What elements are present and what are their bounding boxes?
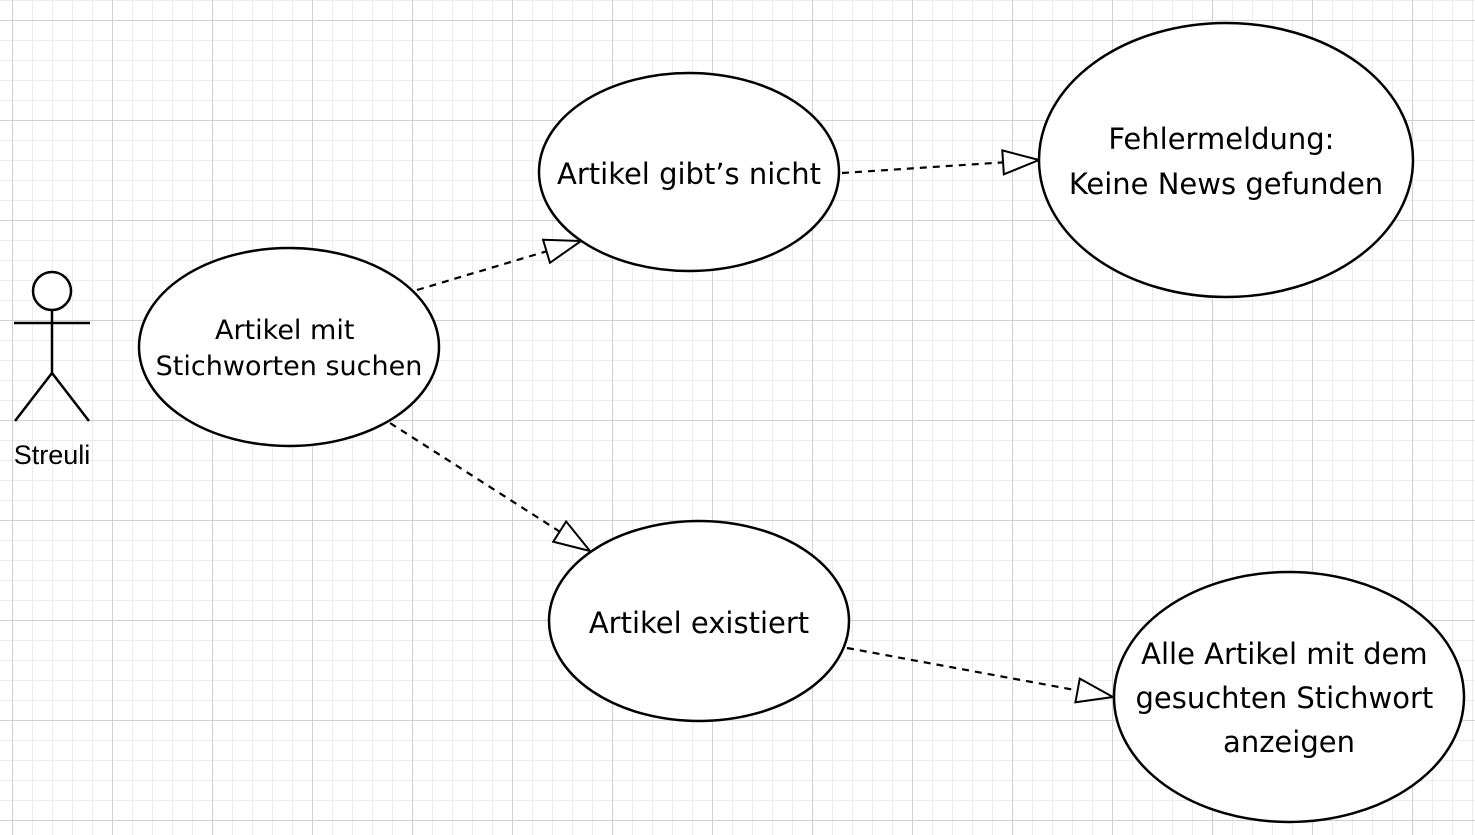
- use-case-error-ellipse: [1037, 21, 1415, 299]
- use-case-search-line-2: Stichworten suchen: [156, 351, 423, 382]
- use-case-search[interactable]: Artikel mit Stichworten suchen: [137, 246, 441, 448]
- use-case-error-line-2: Keine News gefunden: [1069, 167, 1383, 201]
- actor-figure[interactable]: [14, 270, 90, 422]
- use-case-show-all-line-1: Alle Artikel mit dem: [1141, 637, 1427, 671]
- use-case-not-found-ellipse: [537, 71, 841, 273]
- connector-exists-to-show-all[interactable]: [846, 646, 1113, 697]
- use-case-show-all[interactable]: Alle Artikel mit dem gesuchten Stichwort…: [1112, 570, 1466, 824]
- use-case-show-all-line-2: gesuchten Stichwort: [1135, 681, 1433, 715]
- use-case-not-found[interactable]: Artikel gibt’s nicht: [537, 71, 841, 273]
- actor-head: [31, 270, 73, 312]
- actor-left-leg: [14, 372, 53, 422]
- use-case-search-ellipse: [137, 246, 441, 448]
- use-case-not-found-line-1: Artikel gibt’s nicht: [557, 157, 821, 191]
- use-case-not-found-label: Artikel gibt’s nicht: [557, 157, 821, 191]
- use-case-error-label: Fehlermeldung: Keine News gefunden: [1069, 122, 1383, 201]
- use-case-error-line-1: Fehlermeldung:: [1108, 122, 1334, 156]
- use-case-exists-ellipse: [547, 519, 851, 723]
- use-case-error[interactable]: Fehlermeldung: Keine News gefunden: [1037, 21, 1415, 299]
- use-case-exists-line-1: Artikel existiert: [589, 606, 809, 640]
- connector-search-to-exists[interactable]: [389, 422, 590, 551]
- use-case-show-all-label: Alle Artikel mit dem gesuchten Stichwort…: [1135, 637, 1442, 759]
- connector-search-to-not-found[interactable]: [416, 241, 581, 292]
- use-case-search-label: Artikel mit Stichworten suchen: [156, 315, 423, 382]
- actor-right-leg: [51, 372, 90, 422]
- use-case-exists-label: Artikel existiert: [589, 606, 809, 640]
- use-case-search-line-1: Artikel mit: [215, 315, 354, 346]
- use-case-show-all-ellipse: [1112, 570, 1466, 824]
- connector-not-found-to-error[interactable]: [841, 160, 1039, 173]
- use-case-show-all-line-3: anzeigen: [1223, 725, 1355, 759]
- use-case-exists[interactable]: Artikel existiert: [547, 519, 851, 723]
- actor-name: Streuli: [13, 440, 91, 470]
